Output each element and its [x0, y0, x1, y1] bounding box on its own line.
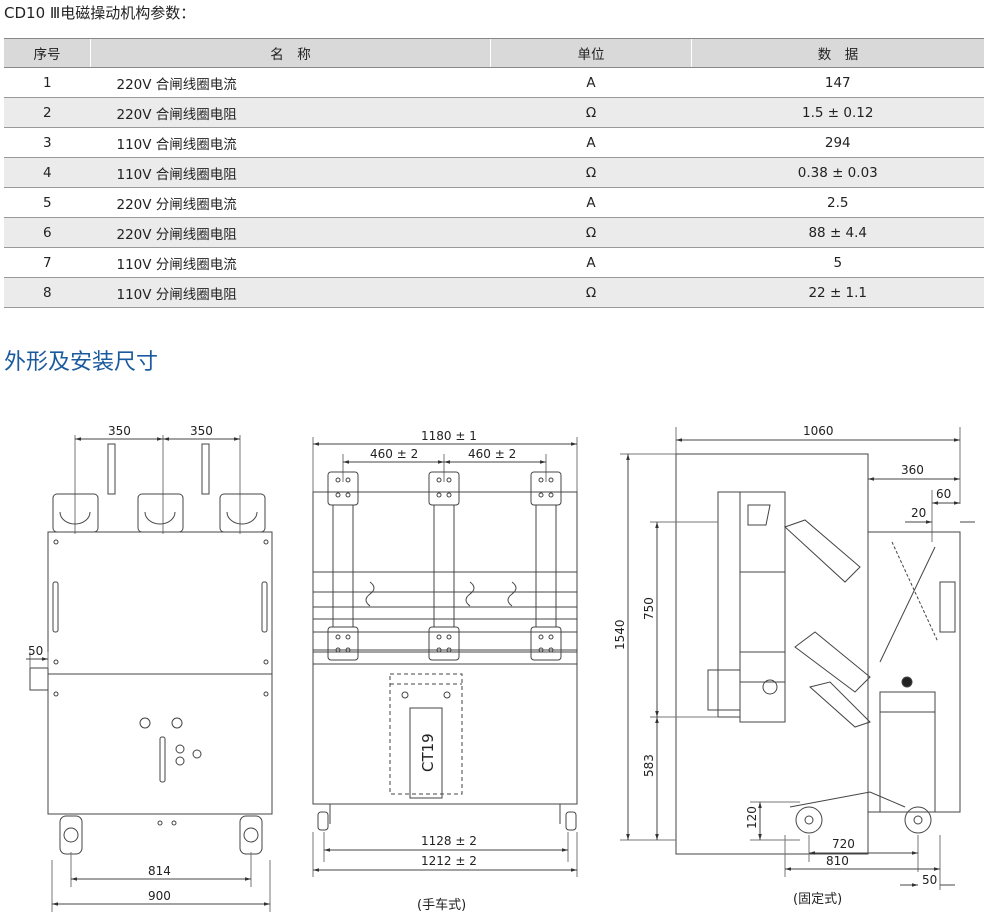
row-unit: A	[490, 187, 692, 218]
row-index: 8	[4, 277, 91, 308]
row-name: 110V 合闸线圈电阻	[90, 157, 491, 188]
row-unit: Ω	[490, 97, 692, 128]
front-dim-350b: 350	[190, 424, 213, 438]
row-value: 22 ± 1.1	[691, 277, 984, 308]
row-name: 220V 分闸线圈电阻	[90, 217, 491, 248]
row-value: 5	[691, 247, 984, 278]
fixed-dim-360: 360	[901, 463, 924, 477]
dimension-drawings: 350 350 50 814 900 1180 ± 1 460 ± 2 460 …	[26, 424, 975, 913]
row-index: 4	[4, 157, 91, 188]
row-index: 2	[4, 97, 91, 128]
row-value: 2.5	[691, 187, 984, 218]
handcart-dim-1128: 1128 ± 2	[421, 834, 477, 848]
handcart-caption: (手车式)	[417, 897, 466, 913]
fixed-dim-120: 120	[745, 806, 759, 829]
header-name: 名 称	[90, 38, 491, 68]
row-index: 7	[4, 247, 91, 278]
row-unit: Ω	[490, 217, 692, 248]
fixed-dim-720: 720	[832, 837, 855, 851]
row-unit: A	[490, 127, 692, 158]
row-value: 1.5 ± 0.12	[691, 97, 984, 128]
row-unit: Ω	[490, 157, 692, 188]
header-unit: 单位	[490, 38, 692, 68]
fixed-dim-583: 583	[642, 754, 656, 777]
handcart-dim-1212: 1212 ± 2	[421, 854, 477, 868]
fixed-dim-1540: 1540	[613, 619, 627, 650]
fixed-dim-750: 750	[642, 597, 656, 620]
handcart-dim-460b: 460 ± 2	[468, 447, 516, 461]
fixed-dim-60: 60	[936, 487, 951, 501]
row-name: 220V 合闸线圈电阻	[90, 97, 491, 128]
ct-label: CT19	[419, 733, 437, 772]
front-dim-900: 900	[148, 889, 171, 903]
table-header-row: 序号 名 称 单位 数 据	[4, 38, 984, 68]
row-index: 6	[4, 217, 91, 248]
row-name: 110V 分闸线圈电阻	[90, 277, 491, 308]
row-name: 110V 分闸线圈电流	[90, 247, 491, 278]
handcart-dim-1180: 1180 ± 1	[421, 429, 477, 443]
handcart-dim-460a: 460 ± 2	[370, 447, 418, 461]
row-unit: Ω	[490, 277, 692, 308]
row-value: 294	[691, 127, 984, 158]
row-value: 88 ± 4.4	[691, 217, 984, 248]
fixed-caption: (固定式)	[793, 892, 842, 907]
table-title: CD10 Ⅲ电磁操动机构参数：	[4, 4, 196, 22]
front-dim-350a: 350	[108, 424, 131, 438]
row-unit: A	[490, 67, 692, 98]
row-name: 110V 合闸线圈电流	[90, 127, 491, 158]
fixed-dim-50: 50	[922, 873, 937, 887]
row-name: 220V 合闸线圈电流	[90, 67, 491, 98]
row-name: 220V 分闸线圈电流	[90, 187, 491, 218]
row-unit: A	[490, 247, 692, 278]
row-index: 1	[4, 67, 91, 98]
section-title: 外形及安装尺寸	[4, 350, 159, 375]
row-index: 3	[4, 127, 91, 158]
fixed-dim-1060: 1060	[803, 424, 834, 438]
row-value: 147	[691, 67, 984, 98]
front-dim-50: 50	[28, 644, 43, 658]
front-dim-814: 814	[148, 864, 171, 878]
header-value: 数 据	[691, 38, 984, 68]
row-index: 5	[4, 187, 91, 218]
handcart-view	[312, 437, 578, 877]
fixed-view	[620, 427, 975, 890]
fixed-dim-810: 810	[826, 854, 849, 868]
front-view	[26, 435, 273, 912]
fixed-dim-20: 20	[911, 506, 926, 520]
row-value: 0.38 ± 0.03	[691, 157, 984, 188]
header-index: 序号	[4, 38, 91, 68]
